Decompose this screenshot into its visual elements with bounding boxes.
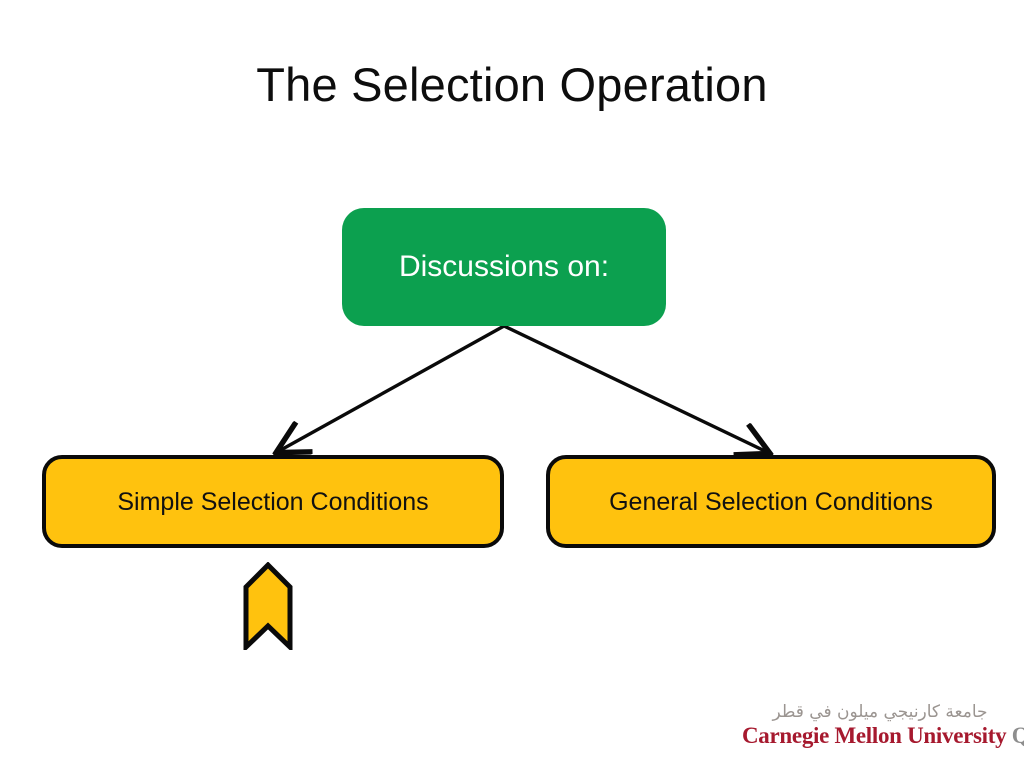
cmu-wordmark-secondary: Qatar xyxy=(1011,723,1024,749)
connector-arrow-right xyxy=(503,324,767,452)
connector-arrow-left xyxy=(279,324,505,451)
cmu-qatar-logo: جامعة كارنيجي ميلون في قطر Carnegie Mell… xyxy=(742,702,1024,758)
cmu-wordmark-primary: Carnegie Mellon University xyxy=(742,723,1007,749)
node-simple-selection-conditions-label: Simple Selection Conditions xyxy=(117,487,429,516)
node-discussions-on[interactable]: Discussions on: xyxy=(342,208,666,326)
node-discussions-on-label: Discussions on: xyxy=(398,250,610,283)
ribbon-chevron-marker-icon xyxy=(243,562,293,650)
cmu-qatar-logo-arabic: جامعة كارنيجي ميلون في قطر xyxy=(772,702,988,722)
cmu-qatar-wordmark: Carnegie Mellon University Qatar xyxy=(742,723,1024,749)
node-simple-selection-conditions[interactable]: Simple Selection Conditions xyxy=(42,455,504,548)
node-general-selection-conditions[interactable]: General Selection Conditions xyxy=(546,455,996,548)
node-general-selection-conditions-label: General Selection Conditions xyxy=(609,487,933,516)
page-title: The Selection Operation xyxy=(256,58,768,111)
